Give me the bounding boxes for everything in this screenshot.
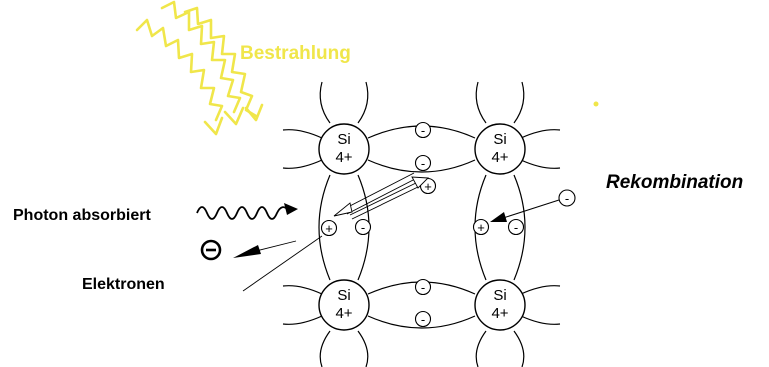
- electrons-label: Elektronen: [82, 276, 165, 293]
- electron-top-upper: -: [414, 121, 432, 139]
- sun-ray-arrowhead-1: [203, 116, 224, 136]
- hole-movement-arrows: [333, 172, 430, 220]
- si-atom-bottom-right: Si 4+: [474, 279, 526, 331]
- electron-free-right: -: [558, 189, 576, 207]
- svg-text:-: -: [361, 220, 365, 235]
- svg-text:-: -: [421, 312, 425, 327]
- svg-text:+: +: [477, 220, 485, 235]
- sun-ray-1: [135, 18, 224, 122]
- si-charge: 4+: [335, 305, 352, 322]
- sun-dot: [593, 101, 599, 107]
- electron-left: -: [354, 218, 372, 236]
- svg-text:-: -: [421, 156, 425, 171]
- irradiation-label: Bestrahlung: [240, 43, 351, 64]
- free-electron-icon: [200, 239, 222, 261]
- si-atom-bottom-left: Si 4+: [318, 279, 370, 331]
- electron-bottom-lower: -: [414, 310, 432, 328]
- recombination-arrow: [490, 199, 560, 222]
- hole-left: +: [320, 219, 338, 237]
- electron-right: -: [507, 218, 525, 236]
- photon-wave: [196, 203, 298, 220]
- svg-text:+: +: [424, 179, 432, 194]
- si-symbol: Si: [493, 287, 506, 304]
- svg-text:-: -: [565, 191, 569, 206]
- svg-text:-: -: [514, 220, 518, 235]
- si-symbol: Si: [337, 287, 350, 304]
- si-symbol: Si: [493, 131, 506, 148]
- electron-ejection-path: [233, 235, 323, 292]
- recombination-label: Rekombination: [606, 172, 743, 193]
- sun-ray-arrowhead-2: [223, 106, 245, 126]
- si-charge: 4+: [491, 305, 508, 322]
- sun-ray-2: [160, 0, 242, 114]
- si-charge: 4+: [335, 149, 352, 166]
- electron-bottom-upper: -: [414, 278, 432, 296]
- sunlight-rays: [135, 0, 599, 136]
- si-charge: 4+: [491, 149, 508, 166]
- electron-top-lower: -: [414, 154, 432, 172]
- svg-text:+: +: [325, 221, 333, 236]
- si-atom-top-right: Si 4+: [474, 123, 526, 175]
- sun-ray-3: [183, 6, 258, 118]
- sun-ray-arrowhead-3: [244, 103, 264, 122]
- svg-text:-: -: [421, 123, 425, 138]
- si-atom-top-left: Si 4+: [318, 123, 370, 175]
- svg-text:-: -: [421, 280, 425, 295]
- si-symbol: Si: [337, 131, 350, 148]
- photon-absorbed-label: Photon absorbiert: [13, 207, 151, 224]
- lattice-bonds: [282, 81, 561, 367]
- hole-right: +: [472, 218, 490, 236]
